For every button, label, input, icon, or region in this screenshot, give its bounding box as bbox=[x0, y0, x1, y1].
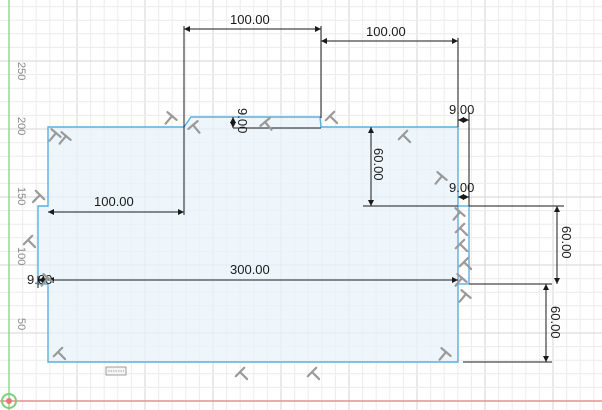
perpendicular-constraint-icon[interactable] bbox=[161, 111, 178, 127]
ruler-label-150: 150 bbox=[15, 187, 27, 205]
perpendicular-constraint-icon[interactable] bbox=[52, 346, 70, 364]
dim-overall-width[interactable]: 300.00 bbox=[230, 262, 270, 277]
perpendicular-constraint-icon[interactable] bbox=[449, 207, 466, 223]
dim-right-step-offset[interactable]: 9.00 bbox=[449, 180, 474, 195]
perpendicular-constraint-icon[interactable] bbox=[259, 117, 276, 133]
perpendicular-constraint-icon[interactable] bbox=[55, 131, 72, 147]
dim-right-top-offset[interactable]: 9.00 bbox=[449, 102, 474, 117]
ruler-label-100: 100 bbox=[15, 247, 27, 265]
constraint-glyphs bbox=[22, 110, 476, 384]
perpendicular-constraint-icon[interactable] bbox=[397, 129, 415, 147]
vertical-ruler: 250 200 150 100 50 bbox=[15, 62, 27, 330]
perpendicular-constraint-icon[interactable] bbox=[187, 120, 204, 136]
perpendicular-constraint-icon[interactable] bbox=[454, 222, 472, 240]
perpendicular-constraint-icon[interactable] bbox=[45, 128, 62, 144]
perpendicular-constraint-icon[interactable] bbox=[29, 189, 46, 207]
dim-inner-step-height[interactable]: 60.00 bbox=[371, 148, 386, 181]
ruler-label-50: 50 bbox=[15, 318, 27, 330]
dim-left-step-width[interactable]: 100.00 bbox=[94, 194, 134, 209]
dim-notch-depth[interactable]: 9.00 bbox=[235, 108, 250, 133]
dim-top-left-width[interactable]: 100.00 bbox=[230, 12, 270, 27]
perpendicular-constraint-icon[interactable] bbox=[455, 289, 472, 305]
dimensions bbox=[37, 26, 564, 363]
perpendicular-constraint-icon[interactable] bbox=[435, 347, 452, 363]
origin-icon[interactable] bbox=[1, 393, 17, 409]
ruler-label-200: 200 bbox=[15, 117, 27, 135]
ruler-label-250: 250 bbox=[15, 62, 27, 80]
perpendicular-constraint-icon[interactable] bbox=[458, 256, 476, 274]
perpendicular-constraint-icon[interactable] bbox=[234, 366, 252, 384]
perpendicular-constraint-icon[interactable] bbox=[324, 110, 342, 128]
dim-right-upper-height[interactable]: 60.00 bbox=[559, 226, 574, 259]
perpendicular-constraint-icon[interactable] bbox=[306, 366, 324, 384]
dim-right-lower-height[interactable]: 60.00 bbox=[548, 306, 563, 339]
perpendicular-constraint-icon[interactable] bbox=[37, 273, 54, 289]
sketch-profile[interactable] bbox=[37, 116, 459, 363]
perpendicular-constraint-icon[interactable] bbox=[454, 238, 472, 256]
perpendicular-constraint-icon[interactable] bbox=[451, 273, 468, 289]
perpendicular-constraint-icon[interactable] bbox=[22, 234, 40, 252]
dim-top-right-width[interactable]: 100.00 bbox=[366, 24, 406, 39]
sketch-text-icon[interactable] bbox=[105, 366, 127, 376]
perpendicular-constraint-icon[interactable] bbox=[431, 171, 448, 187]
